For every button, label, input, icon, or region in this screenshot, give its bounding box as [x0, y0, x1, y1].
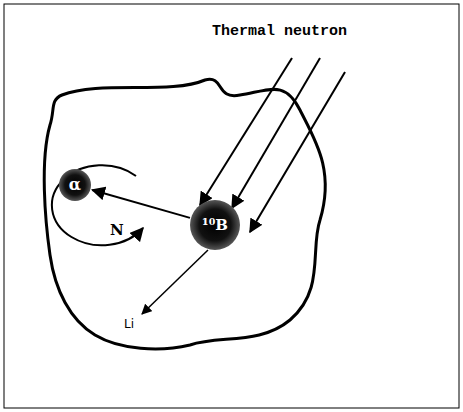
nucleus-circle	[52, 165, 143, 245]
neutron-arrow	[250, 72, 345, 232]
neutron-arrow	[232, 58, 320, 208]
particle-symbol: α	[69, 177, 81, 193]
frame	[4, 4, 459, 408]
boron-atom: ¹⁰B	[190, 200, 240, 250]
particle-symbol: ¹⁰B	[202, 218, 228, 233]
alpha-track	[92, 190, 190, 218]
lithium-arrow	[142, 250, 208, 314]
alpha-particle: α	[59, 169, 91, 201]
beam-label: Thermal neutron	[212, 24, 347, 41]
nucleus-label: N	[110, 222, 124, 239]
product-label: Li	[124, 318, 134, 331]
